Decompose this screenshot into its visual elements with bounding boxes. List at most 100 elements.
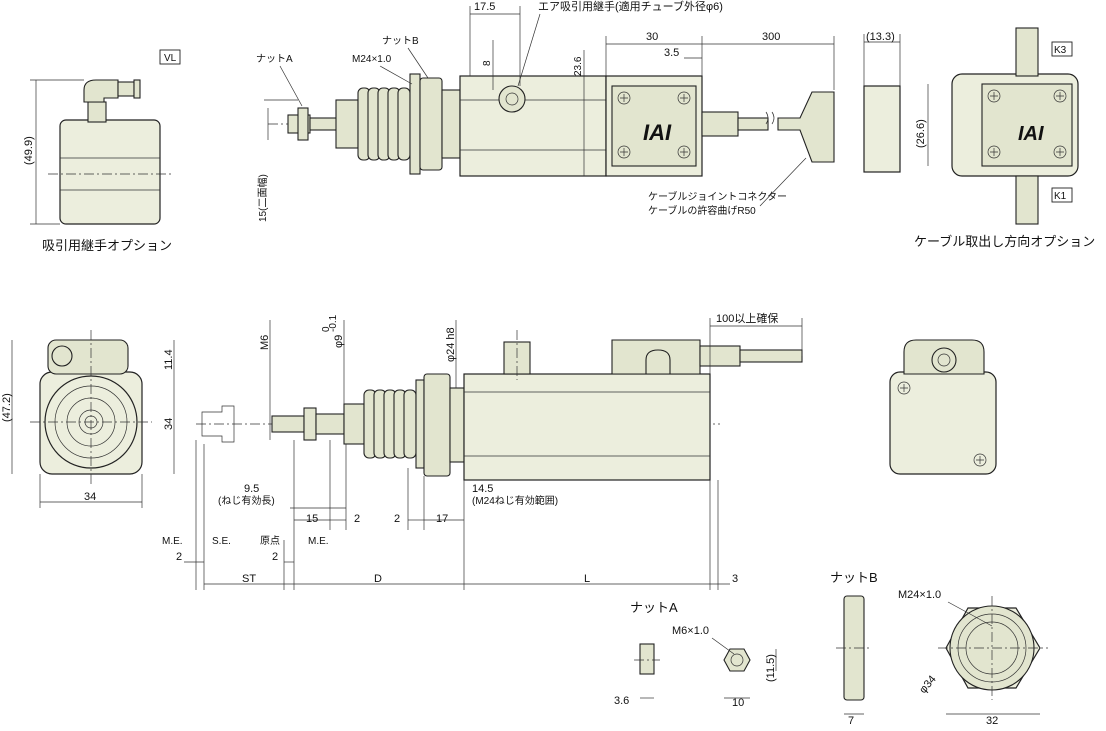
nut-a-title: ナットA [630, 600, 678, 615]
side-view: M6 φ9 0 -0.1 φ24 h8 100以上確保 9.5 (ねじ有効長) … [162, 311, 803, 590]
label-cable-connector-1: ケーブルジョイントコネクター [648, 190, 787, 203]
side-body [463, 373, 711, 481]
vl-body [59, 119, 161, 225]
iai-logo-right: IAI [1018, 123, 1044, 145]
cable-k3 [1015, 27, 1039, 77]
vl-fitting-tube [117, 81, 135, 97]
dim-34-bottom: 34 [84, 491, 96, 503]
dim-l: L [584, 573, 590, 585]
side-cable [739, 349, 803, 363]
vl-fitting-elbow [83, 79, 119, 103]
dim-17: 17 [436, 513, 448, 525]
dim-d: D [374, 573, 382, 585]
dim-2-b: 2 [394, 513, 400, 525]
dim-13-3: (13.3) [866, 31, 895, 43]
front-view: (47.2) 11.4 34 34 [1, 330, 175, 508]
top-bellows [357, 87, 411, 161]
label-phi9: φ9 [333, 335, 345, 348]
dim-47-2: (47.2) [1, 393, 13, 422]
side-nut-b [423, 373, 451, 477]
dim-17-5: 17.5 [474, 1, 495, 13]
dim-14-5: 14.5 [472, 483, 493, 495]
top-cable-end [777, 91, 835, 163]
label-nut-a-top: ナットA [256, 53, 293, 65]
top-connector-plate [611, 85, 697, 167]
label-me-left: M.E. [162, 536, 183, 547]
nut-b-detail: ナットB 7 M24×1.0 φ34 32 [830, 570, 1048, 727]
dim-two-face: 15(二面幅) [256, 174, 269, 222]
label-air-fitting: エア吸引用継手(適用チューブ外径φ6) [538, 0, 723, 13]
side-rod-tip [271, 415, 305, 433]
side-rod [315, 413, 345, 435]
label-se: S.E. [212, 536, 231, 547]
dim-2-a: 2 [354, 513, 360, 525]
top-nut-b [419, 77, 443, 171]
dim-32: 32 [986, 715, 998, 726]
label-phi34: φ34 [917, 673, 939, 696]
side-flange [415, 379, 425, 469]
label-m24-top: M24×1.0 [352, 54, 392, 65]
label-clearance: 100以上確保 [716, 311, 778, 325]
dim-11-5: (11.5) [765, 654, 777, 682]
label-nut-b-top: ナットB [382, 35, 419, 47]
top-collar [335, 99, 359, 149]
nut-b-title: ナットB [830, 570, 878, 585]
nut-a-front [723, 648, 751, 672]
side-nut-a [303, 407, 317, 441]
dim-st: ST [242, 573, 256, 585]
tag-k1: K1 [1054, 191, 1067, 202]
dim-10: 10 [732, 697, 744, 709]
top-neck [441, 89, 461, 159]
top-cable-boot [701, 111, 739, 137]
dim-30: 30 [646, 31, 658, 43]
dim-7: 7 [848, 715, 854, 726]
dim-9-5: 9.5 [244, 483, 259, 495]
cable-option-caption: ケーブル取出し方向オプション [914, 234, 1095, 249]
top-rod [309, 117, 339, 131]
vl-option-view: (49.9) VL 吸引用継手オプション [23, 49, 181, 253]
side-collar [343, 403, 365, 445]
tag-vl: VL [164, 53, 177, 64]
label-thread-length: (ねじ有効長) [218, 494, 275, 507]
dim-49-9: (49.9) [23, 136, 35, 165]
label-phi9-tol-bot: -0.1 [328, 314, 339, 332]
nut-a-side [639, 643, 655, 675]
dim-3-6: 3.6 [614, 695, 629, 707]
top-body [459, 75, 607, 177]
tag-k1-box [1051, 187, 1073, 203]
label-phi24h8: φ24 h8 [445, 327, 457, 362]
nut-a-detail: ナットA M6×1.0 3.6 10 (11.5) [614, 600, 777, 709]
cable-end-view: (13.3) [863, 31, 901, 173]
label-origin: 原点 [260, 535, 280, 547]
top-view: IAI 15(二面幅) ナットA ナットB M24×1.0 17.5 エア吸引用… [256, 0, 835, 222]
side-cable-boot [699, 345, 741, 367]
top-air-fitting [498, 85, 526, 113]
dim-11-4: 11.4 [163, 349, 175, 370]
vl-fitting-base [87, 101, 107, 123]
dim-300: 300 [762, 31, 780, 43]
label-me-right: M.E. [308, 536, 329, 547]
dim-3: 3 [732, 573, 738, 585]
side-neck [449, 387, 465, 463]
screw-icon [897, 381, 987, 467]
label-m24x1-b: M24×1.0 [898, 589, 941, 601]
rod-stroke-end [201, 405, 235, 443]
top-flange [409, 73, 421, 175]
label-m24-range: (M24ねじ有効範囲) [472, 494, 558, 507]
dim-26-6: (26.6) [915, 119, 927, 148]
dim-8: 8 [482, 60, 493, 66]
dim-2-me: 2 [176, 551, 182, 563]
cable-option-view: IAI (26.6) K3 K1 ケーブル取出し方向オプション [914, 27, 1095, 249]
end-block [863, 85, 901, 173]
side-bellows [363, 389, 417, 459]
rear-view [889, 339, 997, 475]
tag-k3-box [1051, 41, 1073, 57]
dim-15: 15 [306, 513, 318, 525]
iai-logo: IAI [643, 120, 672, 145]
dim-3-5: 3.5 [664, 47, 679, 59]
tag-k3: K3 [1054, 45, 1067, 56]
top-cable [737, 117, 769, 131]
cable-k1 [1015, 175, 1039, 225]
